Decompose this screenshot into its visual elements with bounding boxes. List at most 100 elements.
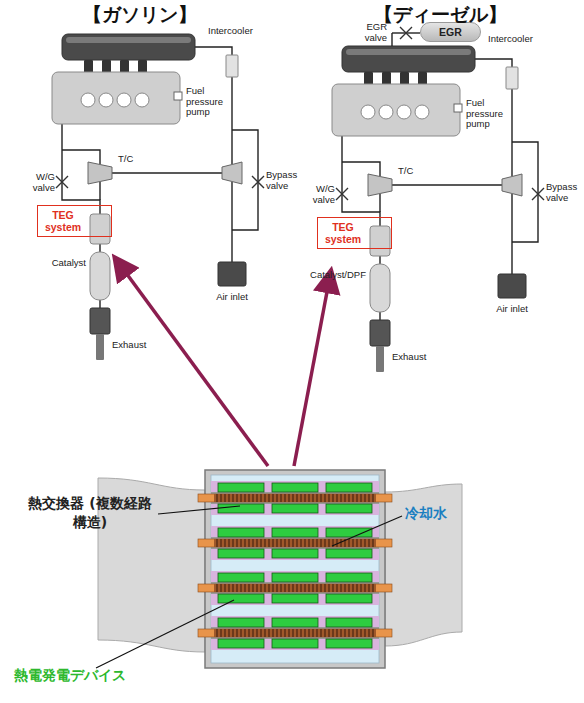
tail-pipe	[376, 346, 384, 372]
fin-hatch	[214, 494, 376, 502]
turbine-symbol	[368, 174, 392, 196]
intercooler-symbol	[506, 67, 518, 89]
cylinder	[99, 93, 113, 107]
turbo-shaft	[392, 184, 502, 185]
cylinder	[117, 93, 131, 107]
part-label: Catalyst/DPF	[310, 270, 366, 281]
exhaust-pipe	[99, 300, 100, 308]
cylinder	[361, 105, 375, 119]
part-label: T/C	[118, 154, 133, 165]
part-label: Exhaust	[392, 352, 426, 363]
valve-symbol	[56, 176, 68, 188]
part-label: Exhaust	[112, 340, 146, 351]
engine-schematics	[52, 27, 544, 372]
teg-device	[326, 573, 372, 582]
teg-unit	[370, 226, 390, 256]
fuel-pump-symbol	[174, 92, 182, 100]
insulation-layer	[211, 616, 379, 650]
part-label: T/C	[398, 166, 413, 177]
insulation-layer	[211, 526, 379, 560]
cylinder	[135, 93, 149, 107]
catalyst-dpf	[370, 264, 390, 312]
teg-device	[218, 528, 264, 537]
valve-symbol	[336, 188, 348, 200]
teg-system-box: TEG system	[317, 217, 392, 249]
air-inlet-box	[218, 262, 246, 286]
part-label: Bypass valve	[266, 170, 300, 191]
turbo-shaft	[112, 172, 222, 173]
insulation-layer	[211, 481, 379, 515]
compressor-symbol	[222, 162, 242, 184]
leader-line	[158, 506, 240, 514]
teg-system-box: TEG system	[37, 205, 112, 237]
exhaust-pipe	[62, 150, 100, 164]
engine-block	[52, 72, 180, 124]
teg-device	[218, 618, 264, 627]
manifold-highlight	[346, 49, 471, 55]
turbine-symbol	[88, 162, 112, 184]
teg-device	[218, 573, 264, 582]
teg-device	[326, 504, 372, 513]
tail-pipe	[96, 334, 104, 360]
exhaust-pipe	[379, 256, 380, 264]
teg-device	[272, 504, 318, 513]
exhaust-channel	[198, 629, 392, 637]
teg-device	[272, 618, 318, 627]
heat-exchanger	[98, 470, 462, 668]
teg-device	[326, 528, 372, 537]
part-label: EGR valve	[357, 22, 387, 43]
housing	[205, 470, 385, 668]
intake-manifold	[342, 46, 475, 72]
intake-manifold	[62, 34, 195, 60]
manifold-highlight	[66, 37, 191, 43]
intake-pipe	[231, 77, 232, 164]
egr-pipe	[391, 33, 392, 46]
part-label: Catalyst	[52, 258, 86, 269]
teg-device	[326, 483, 372, 492]
teg-device	[272, 573, 318, 582]
teg-device	[272, 639, 318, 648]
teg-device	[218, 549, 264, 558]
intake-pipe	[195, 47, 232, 55]
teg-device	[272, 549, 318, 558]
intake-pipe	[511, 89, 512, 176]
coolant-space	[211, 475, 379, 663]
air-inlet-box	[498, 274, 526, 298]
teg-device	[218, 639, 264, 648]
cylinder	[397, 105, 411, 119]
teg-device	[326, 639, 372, 648]
box-label: EGR	[439, 26, 462, 38]
intake-pipe	[475, 59, 512, 67]
engine-block	[332, 84, 460, 136]
part-label: Fuel pressure pump	[466, 98, 508, 130]
catalyst	[90, 252, 110, 300]
insulation-layer	[211, 571, 379, 605]
section-title: 【ガソリン】	[83, 4, 197, 25]
part-label: Fuel pressure pump	[186, 86, 228, 118]
leader-lines	[96, 506, 402, 668]
box-label: TEG system	[321, 221, 365, 245]
compressor-symbol	[502, 174, 522, 196]
teg-units	[198, 481, 392, 650]
intercooler-symbol	[226, 55, 238, 77]
fin-hatch	[214, 539, 376, 547]
fin-hatch	[214, 629, 376, 637]
muffler	[370, 320, 390, 346]
fuel-pump-symbol	[454, 104, 462, 112]
exhaust-pipe	[99, 244, 100, 252]
intake-pipe	[511, 194, 512, 274]
exhaust-pipe	[379, 194, 380, 212]
exhaust-channel	[198, 494, 392, 502]
exhaust-pipe	[342, 162, 380, 176]
callout-label: 熱電発電デバイス	[14, 666, 126, 685]
pointer-arrow	[118, 262, 268, 466]
teg-device	[218, 594, 264, 603]
part-label: Air inlet	[496, 304, 528, 315]
teg-unit	[90, 214, 110, 244]
exhaust-pipe	[379, 312, 380, 320]
cylinder	[81, 93, 95, 107]
teg-device	[272, 528, 318, 537]
outlet-flare	[385, 484, 462, 646]
